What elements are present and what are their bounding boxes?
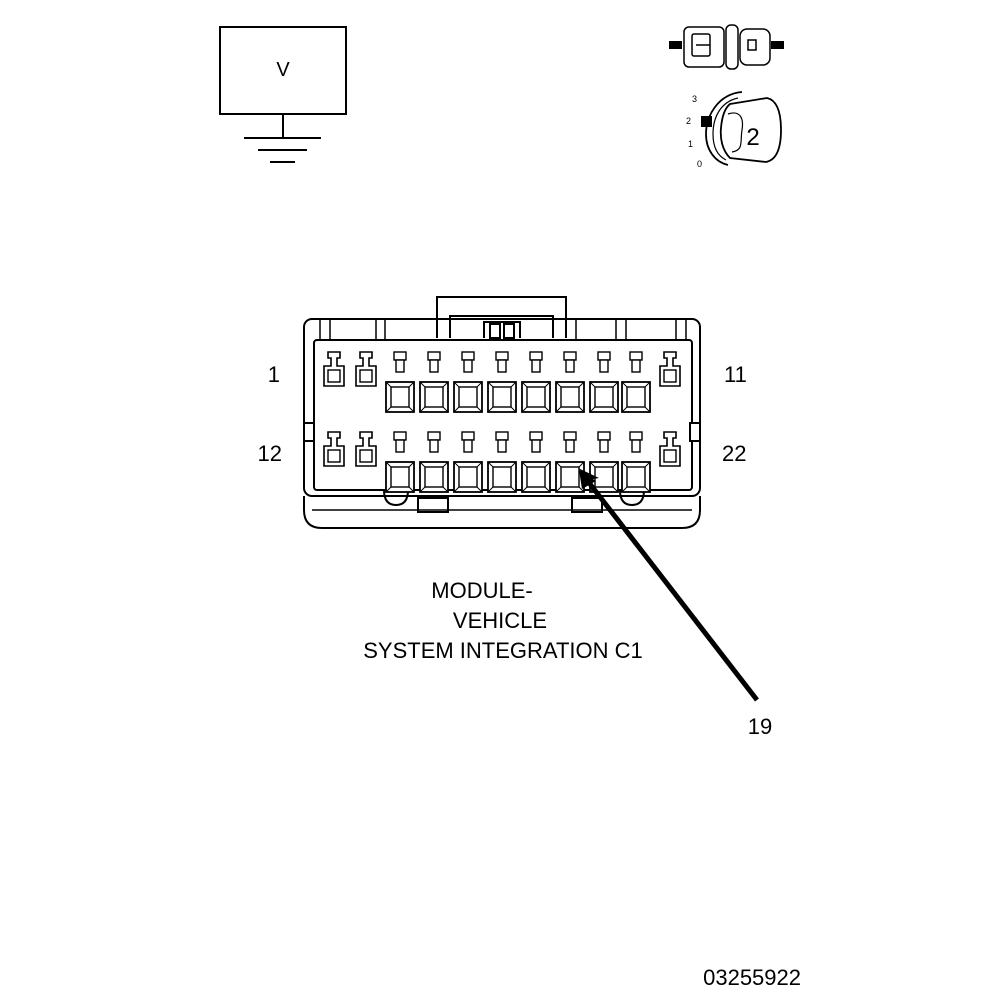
pin-terminal-square [453,351,483,413]
pin-terminal-small [355,351,377,387]
pin-label-12: 12 [258,441,282,466]
voltmeter-symbol: V [276,59,290,81]
ignition-cylinder [705,91,743,166]
figure-id: 03255922 [703,965,801,990]
disconnect-gap [725,24,739,70]
pin-terminal-small [323,431,345,467]
pin-terminal-square [385,431,415,493]
disconnect-wire-right [771,41,784,49]
connector-name-line-3: SYSTEM INTEGRATION C1 [363,638,643,663]
pin-terminal-square [555,351,585,413]
voltmeter-box [219,26,347,115]
pin-terminal-square [521,351,551,413]
pin-terminal-small [659,351,681,387]
ignition-switch-icon: 3 2 1 0 2 [686,91,782,169]
pin-terminal-square [419,431,449,493]
pin-label-11: 11 [724,362,747,387]
pin-terminal-square [521,431,551,493]
pin-terminal-square [385,351,415,413]
callout-arrow [578,468,759,702]
pin-terminal-square [419,351,449,413]
pin-terminal-small [659,431,681,467]
disconnect-wire-left [669,41,682,49]
ignition-pos-3: 3 [692,94,697,104]
ignition-pos-1: 1 [688,139,693,149]
ignition-pos-2: 2 [686,116,691,126]
connector-name-line-1: MODULE- [431,578,532,603]
callout-pin-number: 19 [748,714,772,739]
pin-terminal-small [323,351,345,387]
disconnect-male-half [683,26,725,68]
ignition-position-marker [701,116,712,127]
pin-terminal-small [355,431,377,467]
ignition-pos-0: 0 [697,159,702,169]
connector-housing [303,318,701,497]
voltmeter-group [219,26,347,163]
pin-terminal-square [453,431,483,493]
connector-disconnect-icon [669,24,784,70]
pin-label-1: 1 [268,362,280,387]
pin-terminal-square [487,431,517,493]
connector-name-line-2: VEHICLE [453,608,547,633]
connector-pins [323,351,681,493]
ignition-key [719,97,782,163]
pin-terminal-square [589,431,619,493]
ignition-key-position: 2 [746,124,759,151]
pin-terminal-square [621,431,651,493]
connector-latch [436,296,567,338]
pin-label-22: 22 [722,441,746,466]
pin-terminal-square [555,431,585,493]
pin-terminal-square [589,351,619,413]
pin-terminal-square [487,351,517,413]
pin-terminal-square [621,351,651,413]
disconnect-female-half [739,28,771,66]
